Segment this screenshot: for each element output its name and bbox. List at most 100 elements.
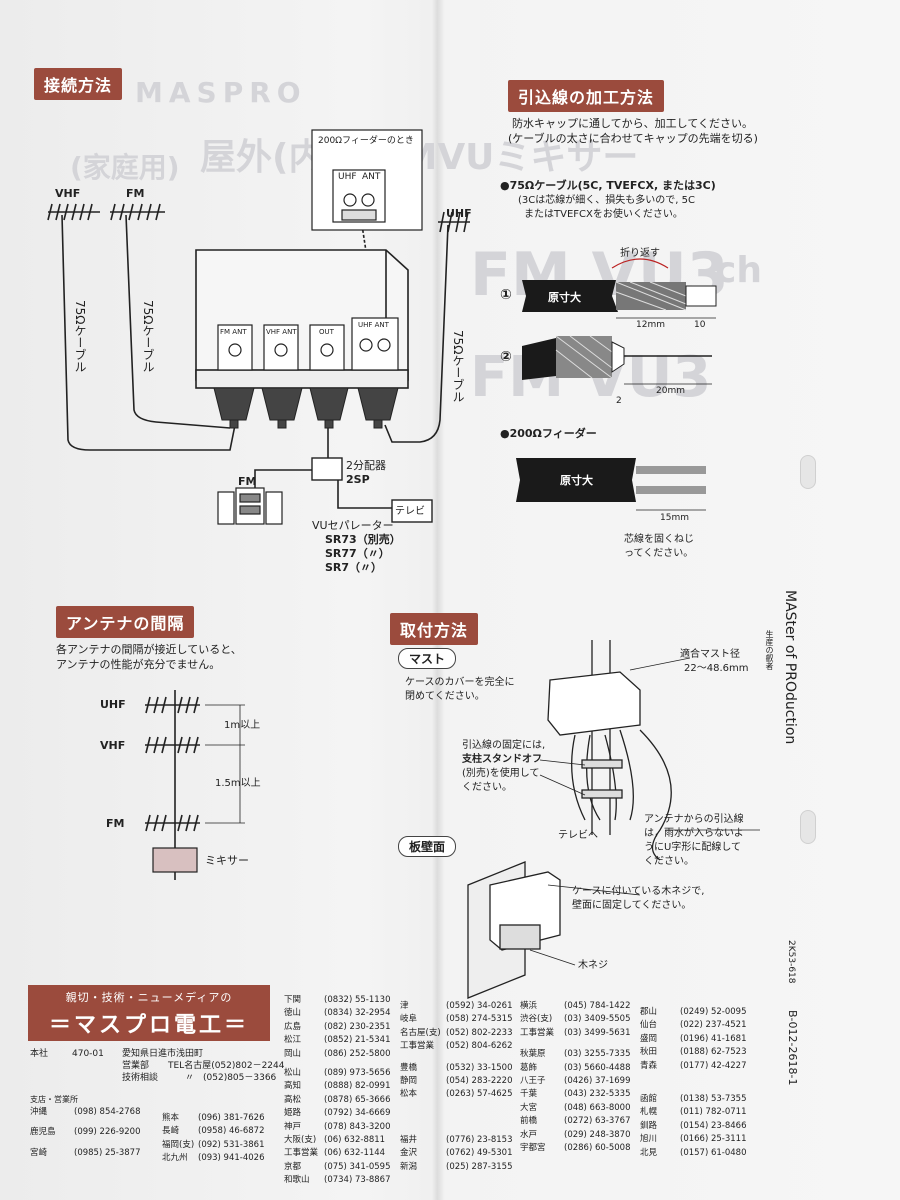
branch-row: 名古屋(支)(052) 802-2233 <box>400 1027 513 1038</box>
branch-row: 岡山(086) 252-5800 <box>284 1048 391 1059</box>
branch-row: 広島(082) 230-2351 <box>284 1021 391 1032</box>
fix-text-1: 引込線の固定には, <box>462 740 546 751</box>
hq-label: 本社 <box>30 1049 49 1059</box>
branch-row: 盛岡(0196) 41-1681 <box>640 1033 747 1044</box>
hq-address: 愛知県日進市浅田町 <box>122 1049 204 1059</box>
branch-row: 和歌山(0734) 73-8867 <box>284 1175 391 1186</box>
tech-tel: 〃 (052)805－3366 <box>185 1073 277 1083</box>
twist-note-2: ってください。 <box>624 548 694 559</box>
branch-row: 豊橋(0532) 33-1500 <box>400 1062 513 1073</box>
branch-row: 姫路(0792) 34-6669 <box>284 1108 391 1119</box>
branch-row <box>640 1073 746 1093</box>
branch-list-col2: 下関(0832) 55-1130 徳山(0834) 32-2954 広島(082… <box>284 994 390 1188</box>
branch-row: 工事営業(03) 3499-5631 <box>520 1027 631 1038</box>
sr73-label: SR73（別売） <box>325 533 401 546</box>
splitter-code: 2SP <box>346 473 370 486</box>
mast-text-1: ケースのカバーを完全に <box>405 677 515 688</box>
wall-text-1: ケースに付いている木ネジで, <box>572 886 705 897</box>
branch-row: 松江(0852) 21-5341 <box>284 1035 391 1046</box>
fix-text-4: ください。 <box>462 782 512 793</box>
code-1: 2K53-618 <box>786 940 796 984</box>
side-brand: MASter of PROduction <box>782 590 798 745</box>
hq-zip: 470-01 <box>72 1049 104 1059</box>
branch-row: 北見(0157) 61-0480 <box>640 1147 747 1158</box>
branch-row: 大宮(048) 663-8000 <box>520 1102 631 1113</box>
port-vhf-label: VHF ANT <box>266 328 297 336</box>
branch-row: 長崎(0958) 46-6872 <box>162 1126 265 1137</box>
branch-header: 支店・営業所 <box>30 1095 78 1104</box>
branch-list-col1: 沖縄(098) 854-2768 鹿児島(099) 226-9200 宮崎(09… <box>30 1106 140 1160</box>
twist-note-1: 芯線を固くねじ <box>624 534 694 545</box>
feeder-note: 200Ωフィーダーのとき <box>318 136 414 146</box>
step-2: ② <box>500 349 512 365</box>
branch-row: 函館(0138) 53-7355 <box>640 1094 747 1105</box>
u-loop-4: ください。 <box>644 856 694 867</box>
to-tv-label: テレビへ <box>558 830 598 841</box>
inset-ant-label: ANT <box>362 172 381 182</box>
spacing-fm: FM <box>106 817 125 830</box>
splitter-label: 2分配器 <box>346 459 386 472</box>
spacing-text-2: アンテナの性能が充分でません。 <box>56 658 221 671</box>
branch-row <box>520 1040 630 1048</box>
branch-row: 前橋(0272) 63-3767 <box>520 1116 631 1127</box>
sales-tel: TEL名古屋(052)802－2244 <box>168 1061 285 1071</box>
fix-text-2: 支柱スタンドオフ <box>462 754 542 765</box>
cable75-note-2: またはTVEFCXをお使いください。 <box>524 209 683 220</box>
branch-row: 宇都宮(0286) 60-5008 <box>520 1143 631 1154</box>
branch-row: 神戸(078) 843-3200 <box>284 1121 391 1132</box>
branch-row: 千葉(043) 232-5335 <box>520 1089 631 1100</box>
wall-label: 板壁面 <box>398 836 457 857</box>
vu-separator-label: VUセパレーター <box>312 519 394 532</box>
tv-label: テレビ <box>395 506 425 517</box>
step-1: ① <box>500 287 512 303</box>
branch-row: 岐阜(058) 274-5315 <box>400 1014 513 1025</box>
branch-row: 工事営業(06) 632-1144 <box>284 1148 386 1159</box>
fm-label: FM <box>126 187 145 200</box>
sales-label: 営業部 <box>122 1061 150 1071</box>
dim-15: 15mm <box>660 513 689 523</box>
branch-row: 宮崎(0985) 25-3877 <box>30 1147 141 1158</box>
branch-row: 渋谷(支)(03) 3409-5505 <box>520 1014 631 1025</box>
branch-list-col4: 横浜(045) 784-1422 渋谷(支)(03) 3409-5505 工事営… <box>520 1000 630 1155</box>
sr77-label: SR77（〃） <box>325 547 390 560</box>
side-brand-sub: 生産の叡者 <box>765 630 774 670</box>
dim-2: 2 <box>616 396 622 406</box>
branch-row: 徳山(0834) 32-2954 <box>284 1008 391 1019</box>
branch-row: 釧路(0154) 23-8466 <box>640 1120 747 1131</box>
branch-row: 福井(0776) 23-8153 <box>400 1134 513 1145</box>
u-loop-1: アンテナからの引込線 <box>644 814 744 825</box>
branch-row: 高松(0878) 65-3666 <box>284 1094 391 1105</box>
inset-uhf-label: UHF <box>338 172 357 182</box>
company-name: ＝マスプロ電工＝ <box>48 1013 249 1038</box>
cable75-note-1: (3Cは芯線が細く、損失も多いので, 5C <box>518 195 695 206</box>
cable-label-vhf: 75Ωケーブル <box>73 300 87 373</box>
actual-size-2: 原寸大 <box>560 474 593 487</box>
cable-label-fm: 75Ωケーブル <box>141 300 155 373</box>
wall-text-2: 壁面に固定してください。 <box>572 900 692 911</box>
u-loop-3: うにU字形に配線して <box>644 842 742 853</box>
branch-row: 沖縄(098) 854-2768 <box>30 1107 141 1117</box>
spacing-vhf: VHF <box>100 739 126 752</box>
branch-row: 金沢(0762) 49-5301 <box>400 1148 513 1159</box>
branch-row: 秋葉原(03) 3255-7335 <box>520 1049 631 1060</box>
branch-row: 札幌(011) 782-0711 <box>640 1107 747 1118</box>
branch-row: 青森(0177) 42-4227 <box>640 1060 747 1071</box>
branch-row: 松山(089) 973-5656 <box>284 1068 391 1079</box>
mast-diameter-1: 適合マスト径 <box>680 649 740 660</box>
vhf-label: VHF <box>55 187 81 200</box>
binder-hole-top <box>800 455 816 489</box>
install-heading: 取付方法 <box>390 613 479 645</box>
tech-label: 技術相談 <box>122 1073 159 1083</box>
code-2: B-012-2618-1 <box>786 1010 799 1086</box>
u-loop-2: は，雨水が入らないよ <box>644 828 744 839</box>
mast-text-2: 閉めてください。 <box>405 691 485 702</box>
branch-row: 旭川(0166) 25-3111 <box>640 1134 747 1145</box>
company-logo: 親切・技術・ニューメディアの ＝マスプロ電工＝ <box>28 985 270 1041</box>
sr7-label: SR7（〃） <box>325 561 383 574</box>
branch-row: 鹿児島(099) 226-9200 <box>30 1127 141 1138</box>
spacing-heading: アンテナの間隔 <box>56 606 195 638</box>
mast-label: マスト <box>398 648 457 669</box>
dim-12: 12mm <box>636 320 665 330</box>
wiring-heading: 引込線の加工方法 <box>508 80 665 112</box>
